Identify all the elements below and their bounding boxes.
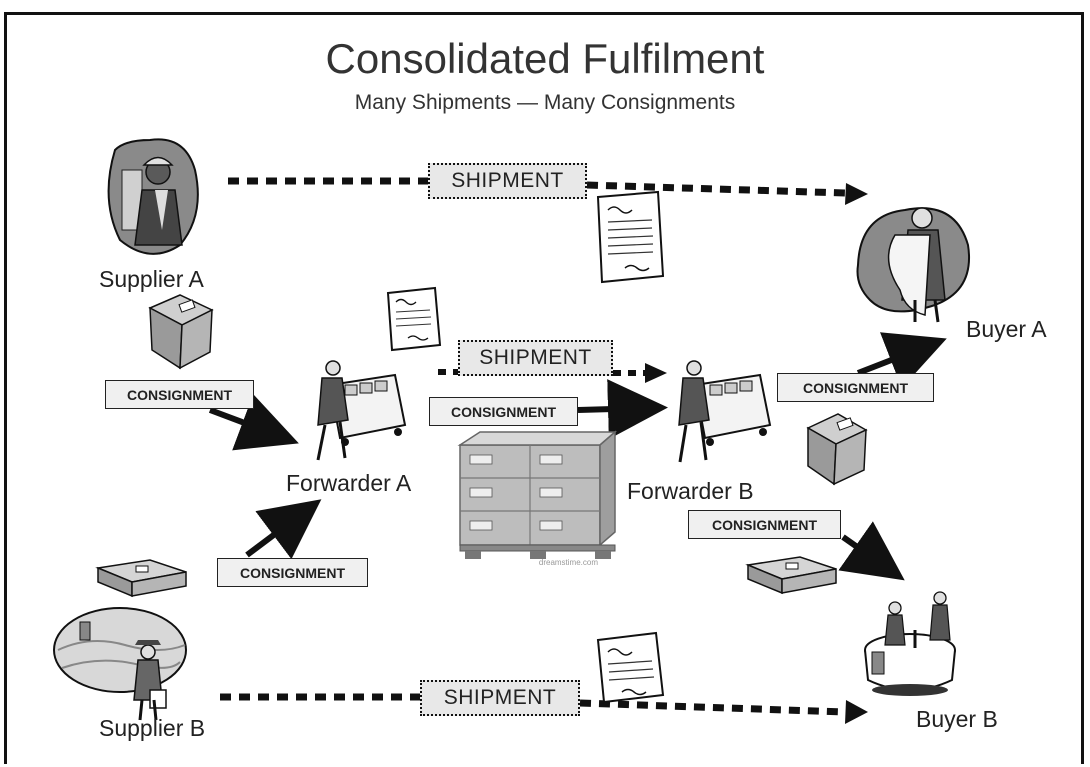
- pallet-illustration: [457, 430, 618, 559]
- shipment-label-middle: SHIPMENT: [458, 340, 613, 376]
- package-icon-forwarder-b: [806, 413, 868, 486]
- forwarder-b-label: Forwarder B: [627, 478, 754, 504]
- arrow-forwarder-b-to-buyer-b: [838, 521, 905, 581]
- shipment-label-top: SHIPMENT: [428, 163, 587, 199]
- diagram-frame: [4, 12, 1084, 764]
- supplier-a-label: Supplier A: [99, 266, 204, 292]
- arrow-supplier-a-to-forwarder-a: [208, 394, 299, 451]
- supplier-a-illustration: [107, 138, 199, 255]
- diagram-subtitle: Many Shipments — Many Consignments: [354, 91, 736, 114]
- shipment-line-bottom: [220, 693, 868, 724]
- consignment-label-forwarder-a: CONSIGNMENT: [429, 397, 578, 426]
- consignment-label-supplier-b: CONSIGNMENT: [217, 558, 368, 587]
- forwarder-a-illustration: [316, 360, 407, 461]
- document-icon-top: [596, 190, 665, 284]
- document-icon-middle: [386, 286, 442, 352]
- shipment-label-bottom: SHIPMENT: [420, 680, 580, 716]
- document-icon-bottom: [596, 631, 665, 704]
- arrow-forwarder-a-to-forwarder-b: [577, 379, 668, 440]
- forwarder-b-illustration: [678, 360, 772, 463]
- box-icon-buyer-b: [745, 556, 837, 595]
- package-icon-supplier-a: [148, 294, 214, 370]
- consignment-label-supplier-a: CONSIGNMENT: [105, 380, 254, 409]
- arrow-forwarder-b-to-buyer-a: [856, 332, 947, 389]
- buyer-b-illustration: [864, 591, 956, 696]
- supplier-b-label: Supplier B: [99, 715, 206, 741]
- consignment-label-buyer-b: CONSIGNMENT: [688, 510, 841, 539]
- diagram-title: Consolidated Fulfilment: [325, 35, 765, 82]
- shipment-line-top: [228, 177, 868, 205]
- buyer-a-illustration: [856, 207, 970, 323]
- buyer-b-label: Buyer B: [916, 706, 998, 732]
- arrow-supplier-b-to-forwarder-a: [245, 499, 322, 560]
- buyer-a-label: Buyer A: [966, 316, 1047, 342]
- consignment-label-buyer-a: CONSIGNMENT: [777, 373, 934, 402]
- watermark-text: dreamstime.com: [539, 558, 598, 567]
- forwarder-a-label: Forwarder A: [286, 470, 412, 496]
- supplier-b-illustration: [53, 607, 187, 721]
- box-icon-supplier-b: [95, 559, 187, 598]
- shipment-line-middle: [438, 363, 667, 383]
